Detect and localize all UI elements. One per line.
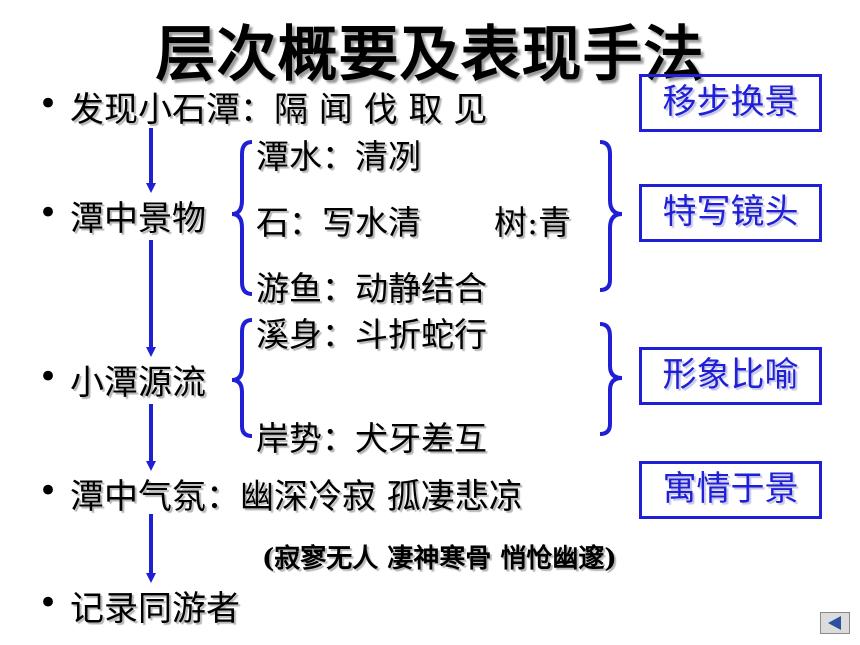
bullet-icon: • xyxy=(38,193,59,233)
outline-item-label: 潭中气氛： xyxy=(70,477,240,517)
page-title: 层次概要及表现手法 xyxy=(155,20,705,90)
scene-detail-tree: 树:青 xyxy=(494,203,572,242)
scene-detail-stone: 石：写水清 xyxy=(256,203,421,242)
source-detail-stream: 溪身：斗折蛇行 xyxy=(256,315,487,354)
scene-detail-fish: 游鱼：动静结合 xyxy=(256,269,487,308)
outline-item-detail: 隔 闻 伐 取 见 xyxy=(274,90,488,130)
outline-item-source: 小潭源流 xyxy=(70,363,206,403)
left-brace-scenery xyxy=(231,140,253,296)
technique-box-walking-view: 移步换景 xyxy=(639,74,822,132)
bullet-icon: • xyxy=(38,357,59,397)
outline-item-discover: 发现小石潭：隔 闻 伐 取 见 xyxy=(70,82,487,131)
technique-box-closeup: 特写镜头 xyxy=(639,184,822,242)
technique-box-emotion: 寓情于景 xyxy=(639,461,822,519)
outline-item-scenery: 潭中景物 xyxy=(70,199,206,239)
outline-item-companions: 记录同游者 xyxy=(70,589,240,629)
bullet-icon: • xyxy=(38,471,59,511)
outline-item-atmosphere: 潭中气氛：幽深冷寂 孤凄悲凉 xyxy=(70,469,523,518)
right-brace-scenery xyxy=(599,140,623,292)
scene-detail-water: 潭水：清冽 xyxy=(256,137,421,176)
technique-box-metaphor: 形象比喻 xyxy=(639,347,822,405)
source-detail-bank: 岸势：犬牙差互 xyxy=(256,419,487,458)
bullet-icon: • xyxy=(38,583,59,623)
previous-slide-icon xyxy=(828,616,841,630)
atmosphere-note: (寂寥无人 凄神寒骨 悄怆幽邃) xyxy=(262,544,617,574)
previous-slide-button[interactable] xyxy=(820,612,850,634)
outline-item-detail: 幽深冷寂 孤凄悲凉 xyxy=(240,477,523,517)
bullet-icon: • xyxy=(38,84,59,124)
right-brace-source xyxy=(599,322,623,436)
left-brace-source xyxy=(231,318,253,438)
outline-item-label: 发现小石潭： xyxy=(70,90,274,130)
